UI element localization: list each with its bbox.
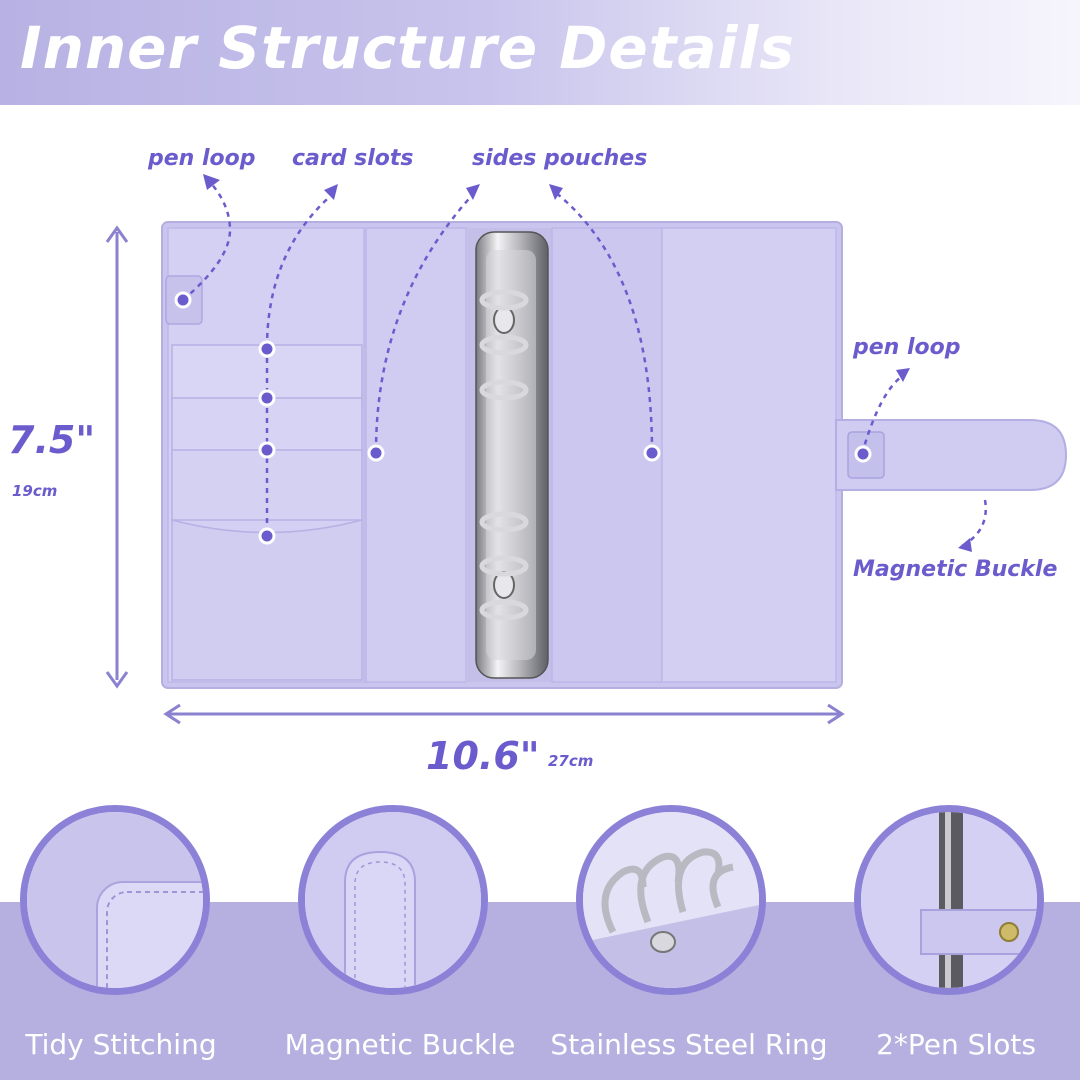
callout-arrowheads [203, 174, 972, 552]
feature-tidy-stitching-image [20, 805, 210, 995]
ring-mechanism [475, 231, 549, 679]
width-cm: 27cm [548, 752, 594, 770]
feature-magnetic-buckle-label: Magnetic Buckle [284, 1028, 516, 1061]
feature-pen-slots-image [854, 805, 1044, 995]
callout-dots [174, 291, 872, 545]
feature-pen-slots-label: 2*Pen Slots [876, 1028, 1036, 1061]
width-dimension-arrow [163, 703, 845, 725]
right-panel [661, 227, 837, 683]
pen-loop-left-label: pen loop [148, 146, 256, 171]
height-cm: 19cm [12, 482, 58, 500]
card-slots-label: card slots [292, 146, 414, 171]
width-inches: 10.6" [426, 734, 540, 778]
feature-magnetic-buckle-image [298, 805, 488, 995]
page-title: Inner Structure Details [20, 14, 795, 82]
sides-pouches-label: sides pouches [472, 146, 648, 171]
feature-steel-ring-label: Stainless Steel Ring [550, 1028, 828, 1061]
pen-loop-right-label: pen loop [853, 335, 961, 360]
title-banner: Inner Structure Details [0, 0, 1080, 105]
binder-illustration [105, 174, 1068, 725]
feature-tidy-stitching-label: Tidy Stitching [25, 1028, 217, 1061]
magnetic-buckle-label: Magnetic Buckle [853, 557, 1058, 582]
feature-steel-ring-image [576, 805, 766, 995]
height-dimension-arrow [105, 225, 129, 689]
height-inches: 7.5" [8, 418, 96, 462]
